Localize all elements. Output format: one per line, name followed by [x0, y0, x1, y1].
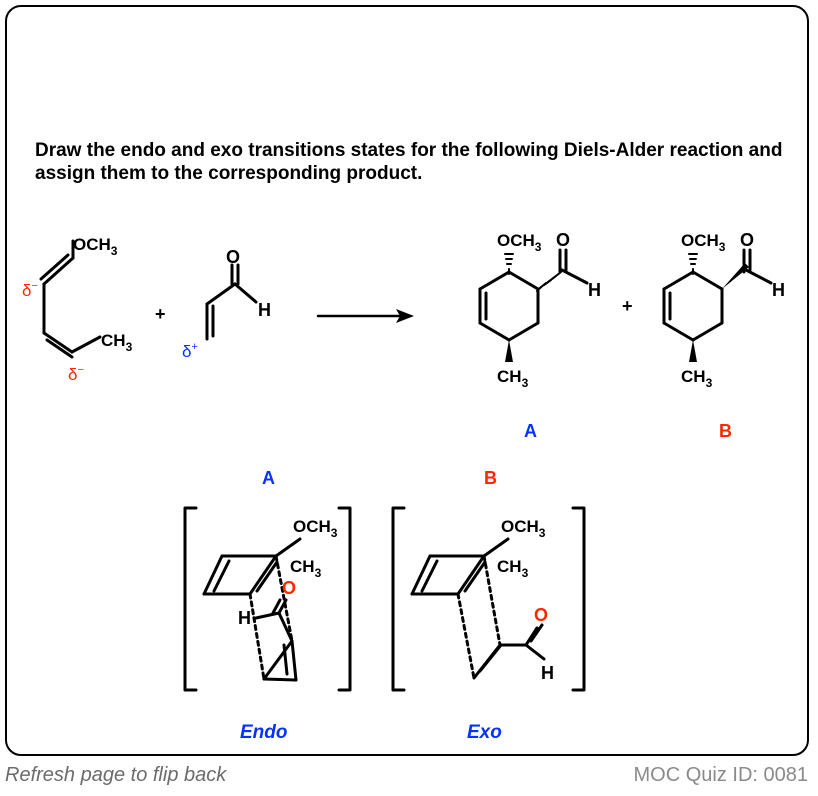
quiz-card — [5, 5, 809, 756]
endo-h-label: H — [238, 608, 251, 628]
quiz-id: MOC Quiz ID: 0081 — [633, 764, 808, 786]
exo-caption: Exo — [467, 722, 502, 743]
dienophile-o-label: O — [226, 247, 240, 267]
diene-och3-label: OCH3 — [73, 235, 118, 258]
product-a-structure — [478, 248, 589, 342]
product-b-h-label: H — [772, 280, 785, 300]
plus-sign-products: + — [622, 296, 633, 316]
product-b-wedge-cho — [722, 263, 749, 289]
refresh-hint[interactable]: Refresh page to flip back — [5, 764, 227, 786]
diene-ch3-label: CH3 — [101, 331, 133, 354]
product-a-letter: A — [524, 421, 537, 441]
exo-forming-bonds — [456, 554, 502, 680]
product-a-o-label: O — [556, 230, 570, 250]
dienophile-delta-plus: δ+ — [182, 341, 198, 361]
product-b-o-label: O — [740, 230, 754, 250]
endo-forming-bonds — [248, 554, 294, 681]
product-a-wedge-bond — [505, 340, 513, 362]
product-b-letter: B — [719, 421, 732, 441]
product-a-hash-bonds — [504, 253, 562, 292]
endo-och3-label: OCH3 — [293, 517, 338, 540]
exo-och3-label: OCH3 — [501, 517, 546, 540]
question-text: Draw the endo and exo transitions states… — [35, 140, 783, 184]
product-b-structure — [662, 248, 773, 342]
dienophile-h-label: H — [258, 300, 271, 320]
product-b-och3-label: OCH3 — [681, 231, 726, 254]
exo-o-label: O — [534, 605, 548, 625]
endo-diene — [202, 537, 302, 596]
product-b-wedge-ch3 — [689, 340, 697, 362]
exo-ch3-label: CH3 — [497, 557, 529, 580]
product-b-ch3-label: CH3 — [681, 367, 713, 390]
endo-ch3-label: CH3 — [290, 557, 322, 580]
diene-delta-minus-top: δ− — [22, 280, 38, 300]
reaction-arrow — [316, 309, 414, 323]
exo-h-label: H — [541, 663, 554, 683]
product-a-h-label: H — [588, 280, 601, 300]
product-a-ch3-label: CH3 — [497, 367, 529, 390]
endo-brackets — [183, 506, 352, 692]
exo-dienophile — [472, 623, 546, 680]
product-a-och3-label: OCH3 — [497, 231, 542, 254]
endo-ts-letter: A — [262, 468, 275, 488]
exo-ts-letter: B — [484, 468, 497, 488]
product-b-hash-bond — [688, 253, 698, 275]
exo-brackets — [391, 506, 586, 692]
endo-caption: Endo — [240, 722, 288, 743]
exo-diene — [410, 537, 510, 596]
diene-delta-minus-bottom: δ− — [68, 364, 84, 384]
plus-sign-reactants: + — [155, 304, 166, 324]
endo-o-label: O — [282, 578, 296, 598]
diene — [39, 239, 102, 359]
endo-dienophile — [254, 598, 298, 682]
dienophile — [205, 263, 258, 341]
